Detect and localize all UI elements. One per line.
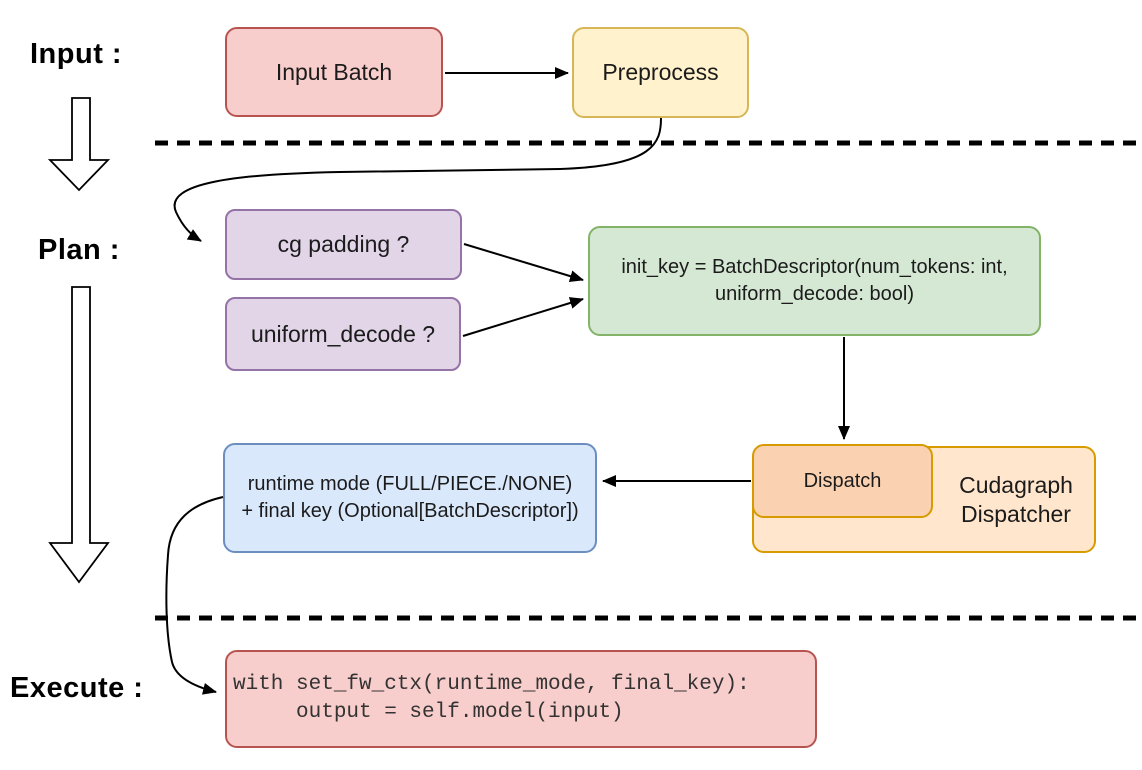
section-label-plan: Plan :: [38, 234, 120, 266]
node-init-key-line2: uniform_decode: bool): [714, 283, 914, 305]
execute-code-line2: output = self.model(input): [233, 701, 624, 724]
node-cudagraph-dispatcher-label: Cudagraph Dispatcher: [959, 471, 1073, 527]
arrow-uniform-decode-to-init-key: [462, 297, 584, 337]
node-input-batch-label: Input Batch: [275, 58, 393, 85]
section-arrow-input-to-plan-icon: [47, 97, 111, 192]
node-cg-padding-label: cg padding ?: [277, 231, 410, 258]
node-dispatch: Dispatch: [752, 444, 933, 518]
node-dispatch-label: Dispatch: [803, 469, 882, 492]
node-init-key: init_key = BatchDescriptor(num_tokens: i…: [588, 226, 1041, 336]
section-label-execute: Execute :: [10, 672, 144, 704]
node-runtime-result-line2: + final key (Optional[BatchDescriptor]): [241, 500, 579, 522]
node-execute-code: with set_fw_ctx(runtime_mode, final_key)…: [225, 650, 817, 748]
section-arrow-plan-to-execute-icon: [48, 286, 110, 584]
node-init-key-line1: init_key = BatchDescriptor(num_tokens: i…: [621, 256, 1008, 278]
arrow-runtime-result-to-execute-code: [165, 496, 224, 695]
node-runtime-result: runtime mode (FULL/PIECE./NONE) + final …: [223, 443, 597, 553]
node-runtime-result-line1: runtime mode (FULL/PIECE./NONE): [247, 473, 573, 495]
node-input-batch: Input Batch: [225, 27, 443, 117]
node-preprocess-label: Preprocess: [602, 59, 719, 86]
node-cg-padding: cg padding ?: [225, 209, 462, 280]
node-uniform-decode-label: uniform_decode ?: [250, 320, 436, 347]
node-preprocess: Preprocess: [572, 27, 749, 118]
node-uniform-decode: uniform_decode ?: [225, 297, 461, 371]
section-label-input: Input :: [30, 38, 123, 70]
execute-code-line1: with set_fw_ctx(runtime_mode, final_key)…: [233, 673, 750, 696]
arrow-cg-padding-to-init-key: [463, 243, 584, 282]
